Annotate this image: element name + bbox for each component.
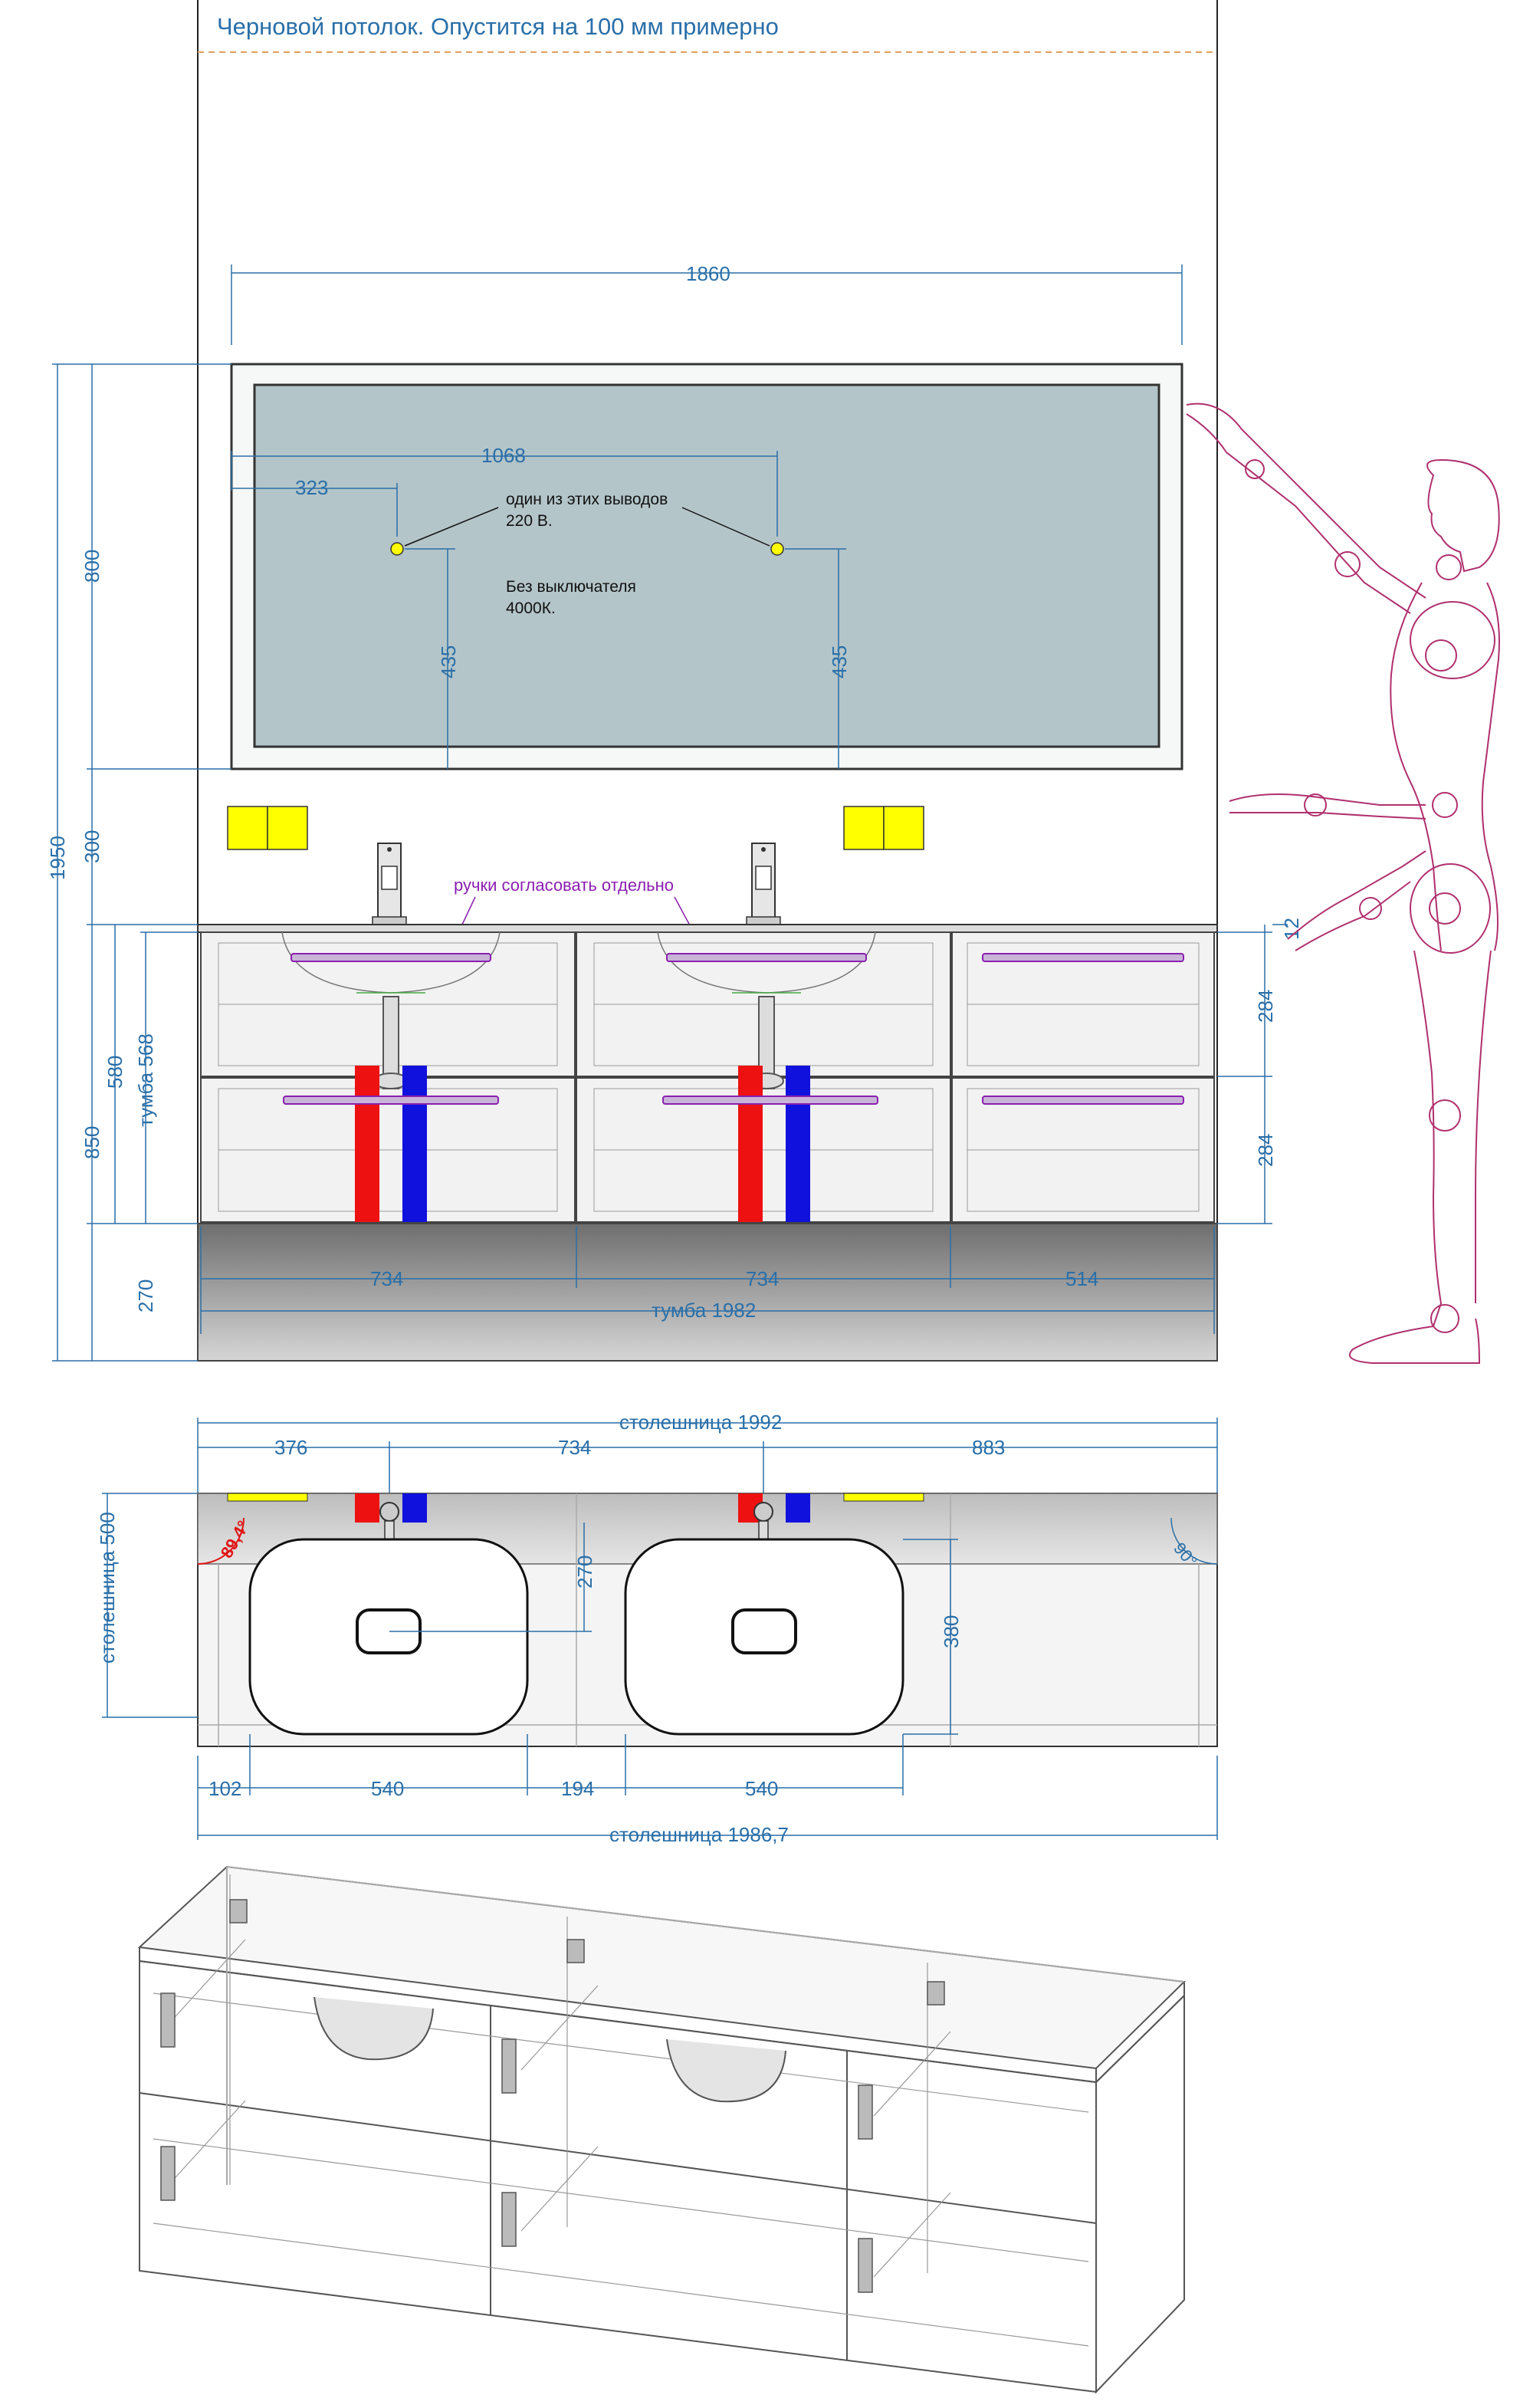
floor-to-top-label: 850 [80, 1126, 103, 1159]
mirror-note-line4: 4000К. [506, 600, 556, 617]
socket-plan-left [227, 1493, 308, 1502]
cold-pipe-right [786, 1066, 810, 1222]
dimension-plan-depth [102, 1493, 198, 1718]
dimension-outlet-heights [405, 548, 846, 769]
dimension-basin-depth [389, 1523, 958, 1735]
human-figure [1186, 402, 1500, 1364]
mirror-width-label: 1860 [686, 262, 730, 285]
countertop-elevation [197, 924, 1218, 933]
dimension-section-widths [200, 1227, 1215, 1334]
countertop-back-label: столешница 1986,7 [609, 1823, 789, 1846]
mirror-note-line1: один из этих выводов [506, 491, 668, 508]
floor-plinth [197, 1223, 1218, 1362]
socket-right [843, 806, 924, 850]
isometric-cabinet [137, 1865, 1187, 2394]
drawer-handles [283, 953, 1184, 1105]
section-width-1: 734 [370, 1267, 403, 1290]
mirror-height-label: 800 [80, 550, 103, 583]
cabinet-width-label: тумба 1982 [652, 1299, 756, 1322]
hot-pipe-plan-left [355, 1493, 379, 1523]
plan-bottom-3: 194 [561, 1777, 594, 1800]
isometric-basin-right [666, 2038, 786, 2103]
countertop-width-label: столешница 1992 [619, 1411, 782, 1434]
total-height-label: 1950 [46, 836, 69, 880]
isometric-basin-left [313, 1996, 434, 2061]
outlet-left-icon [390, 542, 404, 556]
gap-label: 300 [80, 830, 103, 863]
hot-pipe-right [738, 1066, 763, 1222]
dimension-right-verticals [1217, 924, 1288, 1224]
page-title: Черновой потолок. Опустится на 100 мм пр… [217, 13, 779, 40]
mirror-note-line3: Без выключателя [506, 578, 636, 596]
faucet-right-icon [746, 843, 781, 925]
cold-pipe-left [402, 1066, 427, 1222]
isometric-hardware [160, 1899, 945, 2293]
cabinet-elevation [200, 931, 1215, 1223]
plan-offset-3: 883 [972, 1436, 1005, 1459]
outlet-offset-label: 323 [295, 476, 328, 499]
dimension-mirror-width [231, 264, 1183, 345]
plan-offset-1: 376 [274, 1436, 307, 1459]
socket-left [227, 806, 308, 850]
section-width-2: 734 [746, 1267, 779, 1290]
plan-bottom-2: 540 [371, 1777, 404, 1800]
drawer-top-label: 284 [1254, 990, 1277, 1023]
plinth-label: 270 [134, 1280, 157, 1312]
drawer-bottom-label: 284 [1254, 1134, 1277, 1167]
faucet-plan-right-icon [753, 1502, 773, 1522]
dimension-left-verticals [52, 363, 231, 1362]
plan-offset-2: 734 [558, 1436, 591, 1459]
hot-pipe-left [355, 1066, 379, 1222]
outlet-leader-right [681, 507, 770, 547]
cabinet-body-label: тумба 568 [134, 1033, 157, 1127]
plan-bottom-4: 540 [745, 1777, 778, 1800]
mirror-note-line2: 220 В. [506, 512, 553, 530]
basin-size-label: 380 [940, 1615, 963, 1648]
basin-depth-label: 270 [573, 1556, 596, 1588]
outlet-leader-left [404, 507, 499, 547]
outlet-spacing-label: 1068 [481, 444, 526, 467]
outlet-right-icon [770, 542, 784, 556]
isometric-inner-lines [153, 1874, 1089, 2347]
drain-plan-right-icon [731, 1608, 797, 1654]
basin-elevation [281, 931, 876, 994]
angle-left-arc [197, 1517, 245, 1565]
handles-note: ручки согласовать отдельно [454, 875, 674, 895]
faucet-left-icon [372, 843, 407, 925]
dimension-plan-bottom [197, 1734, 1218, 1840]
plan-bottom-1: 102 [208, 1777, 241, 1800]
siphon-left [373, 996, 409, 1089]
mirror [230, 363, 1183, 770]
section-width-3: 514 [1065, 1267, 1098, 1290]
angle-right-arc [1170, 1517, 1218, 1565]
outlet-height-right-label: 435 [828, 646, 851, 678]
cold-pipe-plan-right [786, 1493, 810, 1523]
dimension-outlet-offset [231, 483, 398, 537]
dimension-outlet-spacing [231, 451, 778, 537]
cold-pipe-plan-left [402, 1493, 427, 1523]
cabinet-height-label: 580 [103, 1056, 126, 1089]
outlet-height-left-label: 435 [437, 646, 460, 678]
plan-depth-label: столешница 500 [96, 1512, 119, 1664]
socket-plan-right [843, 1493, 924, 1502]
faucet-plan-left-icon [379, 1502, 399, 1522]
